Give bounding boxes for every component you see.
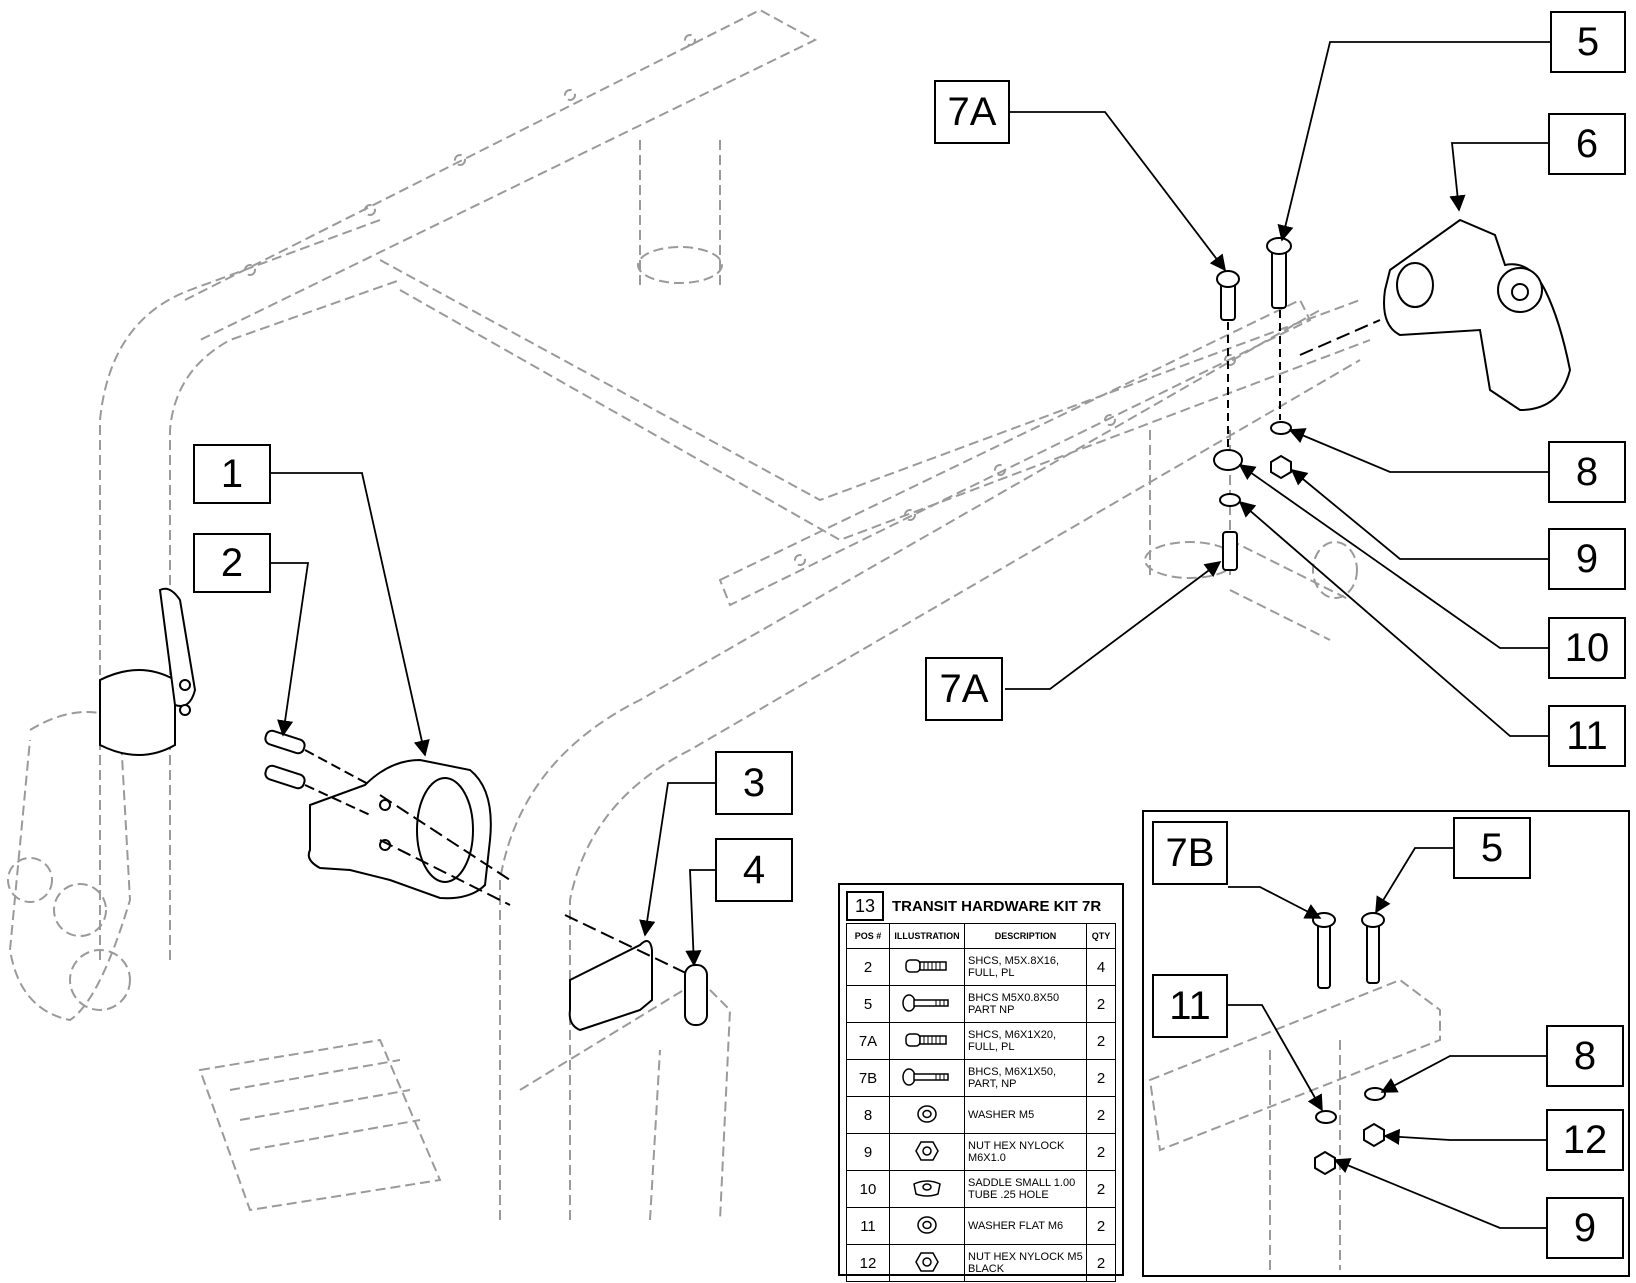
kit-row-pos: 7B xyxy=(846,1059,890,1097)
inset-callout-7b: 7B xyxy=(1152,821,1228,885)
inset-detail-frame xyxy=(1142,810,1630,1277)
callout-7a-bottom: 7A xyxy=(925,657,1003,721)
callout-5: 5 xyxy=(1550,11,1626,73)
saddle-icon xyxy=(889,1170,965,1208)
callout-6: 6 xyxy=(1548,113,1626,175)
inset-hardware xyxy=(1148,912,1441,1270)
lower-clamp-parts xyxy=(564,914,708,1032)
col-pos: POS # xyxy=(846,923,890,949)
callout-9: 9 xyxy=(1548,528,1626,590)
kit-row-description: WASHER M5 xyxy=(964,1096,1087,1134)
washer-icon xyxy=(889,1096,965,1134)
shcs-screw-icon xyxy=(889,1022,965,1060)
kit-row-description: BHCS, M6X1X50, PART, NP xyxy=(964,1059,1087,1097)
callout-4: 4 xyxy=(715,838,793,902)
wheelchair-frame-ghost xyxy=(7,8,1371,1221)
callout-11: 11 xyxy=(1548,705,1626,767)
kit-row-description: SHCS, M5X.8X16, FULL, PL xyxy=(964,948,1087,986)
bhcs-screw-icon xyxy=(889,1059,965,1097)
kit-header-row: POS # ILLUSTRATION DESCRIPTION QTY xyxy=(846,923,1116,949)
left-frame-tube xyxy=(99,587,197,756)
kit-title: TRANSIT HARDWARE KIT 7R xyxy=(892,897,1102,915)
kit-number: 13 xyxy=(846,891,884,921)
kit-row-qty: 2 xyxy=(1086,1059,1116,1097)
hardware-kit-table: 13 TRANSIT HARDWARE KIT 7R POS # ILLUSTR… xyxy=(838,883,1124,1282)
kit-row-description: WASHER FLAT M6 xyxy=(964,1207,1087,1245)
inset-callout-9: 9 xyxy=(1546,1197,1624,1259)
kit-row-qty: 2 xyxy=(1086,1022,1116,1060)
kit-row-description: NUT HEX NYLOCK M6X1.0 xyxy=(964,1133,1087,1171)
kit-row-description: BHCS M5X0.8X50 PART NP xyxy=(964,985,1087,1023)
push-handle-clamp-part xyxy=(307,758,511,906)
kit-row-pos: 8 xyxy=(846,1096,890,1134)
kit-row-pos: 11 xyxy=(846,1207,890,1245)
callout-7a-top: 7A xyxy=(934,80,1010,144)
kit-row-pos: 9 xyxy=(846,1133,890,1171)
part-2-screws xyxy=(264,729,371,816)
kit-row-pos: 7A xyxy=(846,1022,890,1060)
col-illustration: ILLUSTRATION xyxy=(889,923,965,949)
bhcs-screw-icon xyxy=(889,985,965,1023)
inset-callout-12: 12 xyxy=(1546,1109,1624,1171)
kit-row-qty: 2 xyxy=(1086,1244,1116,1282)
kit-row-description: SADDLE SMALL 1.00 TUBE .25 HOLE xyxy=(964,1170,1087,1208)
kit-row-pos: 5 xyxy=(846,985,890,1023)
callout-10: 10 xyxy=(1548,617,1626,679)
inset-callout-5: 5 xyxy=(1453,817,1531,879)
inset-callout-8: 8 xyxy=(1546,1025,1624,1087)
kit-header: 13 TRANSIT HARDWARE KIT 7R xyxy=(846,891,1101,921)
inset-callout-11: 11 xyxy=(1152,974,1228,1038)
tie-down-bracket-part xyxy=(1299,218,1572,412)
col-qty: QTY xyxy=(1086,923,1116,949)
kit-row-description: NUT HEX NYLOCK M5 BLACK xyxy=(964,1244,1087,1282)
callout-2: 2 xyxy=(193,533,271,593)
callout-8: 8 xyxy=(1548,441,1626,503)
col-description: DESCRIPTION xyxy=(964,923,1087,949)
kit-row-qty: 2 xyxy=(1086,1133,1116,1171)
kit-row-pos: 12 xyxy=(846,1244,890,1282)
kit-row-pos: 2 xyxy=(846,948,890,986)
kit-row-pos: 10 xyxy=(846,1170,890,1208)
kit-row-qty: 2 xyxy=(1086,1207,1116,1245)
right-hardware-stack xyxy=(1213,237,1292,571)
kit-row-description: SHCS, M6X1X20, FULL, PL xyxy=(964,1022,1087,1060)
hex-nut-icon xyxy=(889,1244,965,1282)
kit-row-qty: 4 xyxy=(1086,948,1116,986)
leader-lines xyxy=(271,41,1550,1229)
washer-icon xyxy=(889,1207,965,1245)
kit-row-qty: 2 xyxy=(1086,1170,1116,1208)
shcs-screw-icon xyxy=(889,948,965,986)
callout-3: 3 xyxy=(715,751,793,815)
kit-row-qty: 2 xyxy=(1086,1096,1116,1134)
callout-1: 1 xyxy=(193,444,271,504)
hex-nut-icon xyxy=(889,1133,965,1171)
kit-row-qty: 2 xyxy=(1086,985,1116,1023)
